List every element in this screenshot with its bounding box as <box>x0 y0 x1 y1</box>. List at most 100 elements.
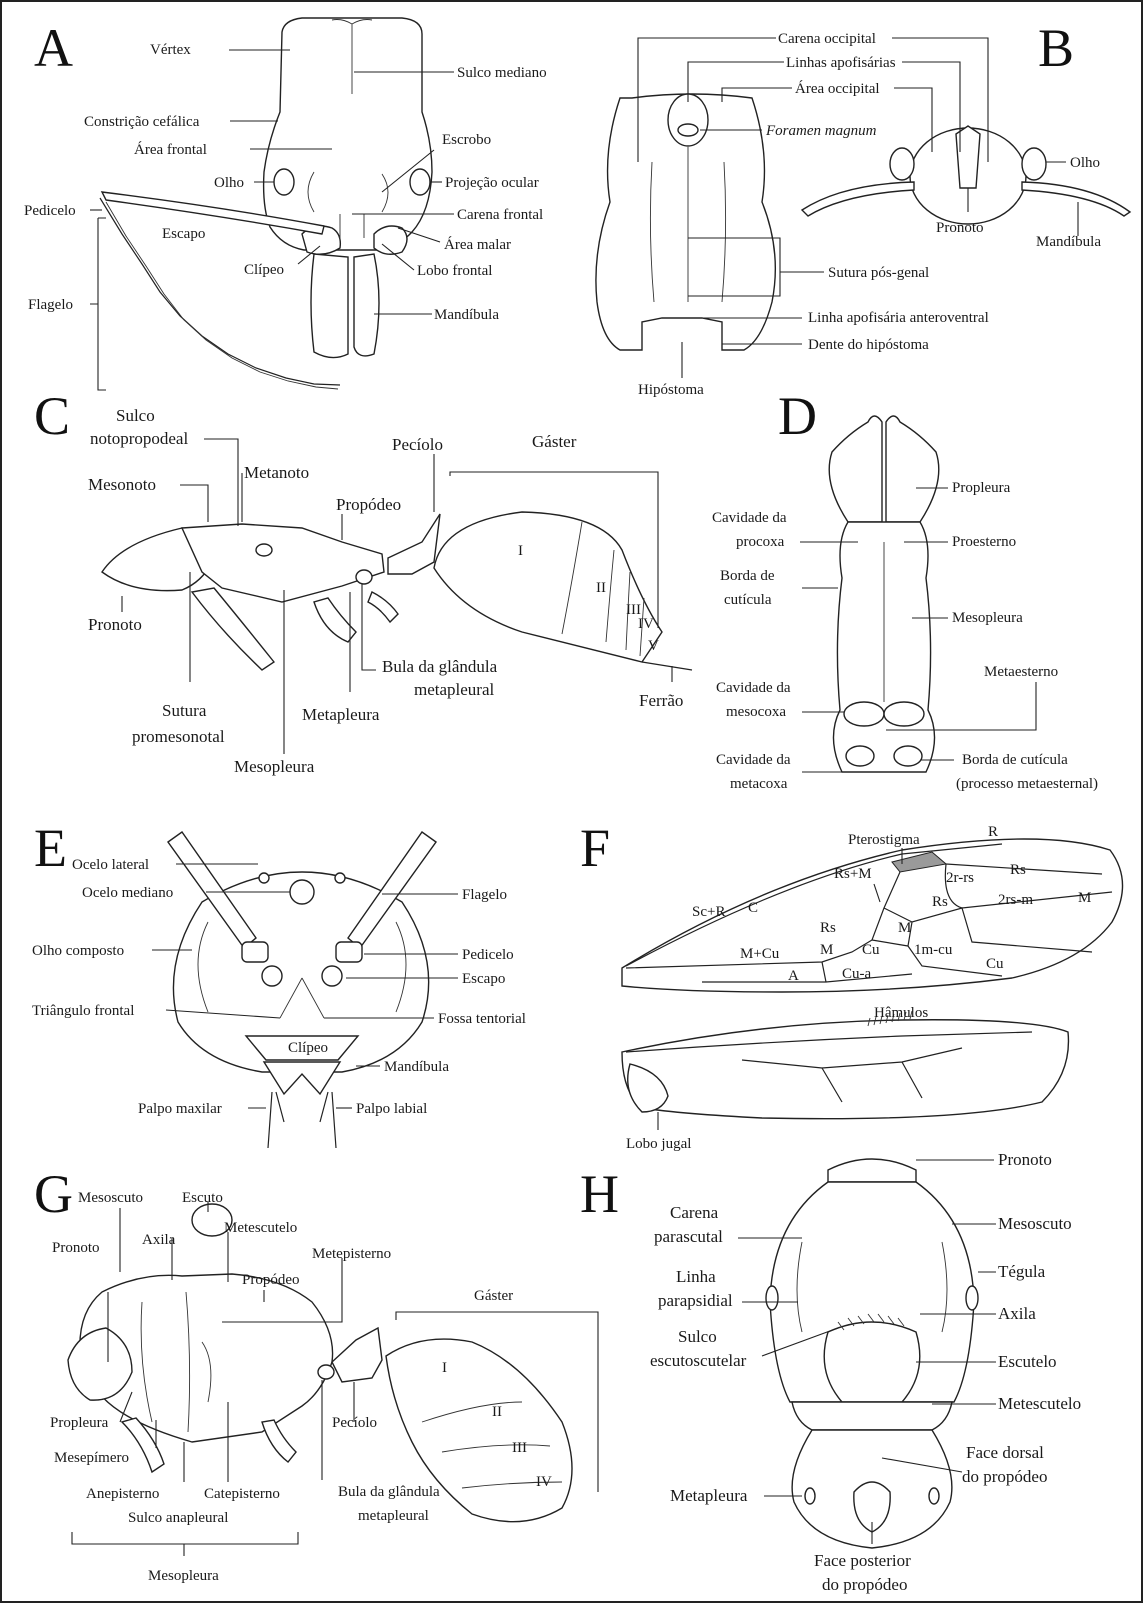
c-seg-I: I <box>518 543 523 559</box>
mandible-b-left <box>802 182 914 216</box>
a-carena-frontal: Carena frontal <box>457 207 543 223</box>
e-fossa-tentorial: Fossa tentorial <box>438 1011 526 1027</box>
eye-b-left <box>890 148 914 180</box>
h-scutellum <box>824 1322 920 1402</box>
g-bula <box>318 1365 334 1379</box>
a-area-frontal: Área frontal <box>134 141 207 158</box>
c-bula <box>356 570 372 584</box>
h-face-dorsal-2: do propódeo <box>962 1467 1047 1486</box>
d-borda-meta-2: (processo metaesternal) <box>956 776 1098 792</box>
d-propleura: Propleura <box>952 480 1011 496</box>
h-escutelo: Escutelo <box>998 1352 1057 1371</box>
f-Rs-mid: Rs <box>932 894 948 910</box>
b-mandibula: Mandíbula <box>1036 234 1101 250</box>
h-pronotum <box>828 1159 916 1182</box>
h-carena-1: Carena <box>670 1203 719 1222</box>
e-pedicelo: Pedicelo <box>462 947 514 963</box>
b-linha-anteroventral: Linha apofisária anteroventral <box>808 310 989 326</box>
a-mandibula: Mandíbula <box>434 307 499 323</box>
d-metaesterno: Metaesterno <box>984 664 1058 680</box>
c-sulco-line1: Sulco <box>116 406 155 425</box>
h-sulco-1: Sulco <box>678 1327 717 1346</box>
f-Cu-cell: Cu <box>862 942 880 958</box>
g-catepisterno: Catepisterno <box>204 1486 280 1502</box>
g-mesoscuto: Mesoscuto <box>78 1190 143 1206</box>
g-seg-III: III <box>512 1440 527 1456</box>
h-linha-1: Linha <box>676 1267 716 1286</box>
h-tegula-right <box>966 1286 978 1310</box>
d-borda-2: cutícula <box>724 592 772 608</box>
c-seg-IV: IV <box>638 616 654 632</box>
f-M-left: M <box>820 942 833 958</box>
a-escrobo: Escrobo <box>442 132 491 148</box>
f-M-small: M <box>898 920 911 936</box>
h-tegula: Tégula <box>998 1262 1046 1281</box>
g-bula-1: Bula da glândula <box>338 1484 440 1500</box>
b-sutura-pos-genal: Sutura pós-genal <box>828 265 929 281</box>
c-bula-line1: Bula da glândula <box>382 657 498 676</box>
b-carena-occipital: Carena occipital <box>778 31 876 47</box>
f-pterostigma: Pterostigma <box>848 832 920 848</box>
f-A: A <box>788 968 799 984</box>
d-propleura-right <box>886 416 939 522</box>
panel-letter-h: H <box>580 1164 619 1224</box>
panel-letter-a: A <box>34 18 73 78</box>
f-2rs-m: 2rs-m <box>998 892 1033 908</box>
e-ocelo-mediano: Ocelo mediano <box>82 885 173 901</box>
c-pronoto: Pronoto <box>88 615 142 634</box>
a-sulco-mediano: Sulco mediano <box>457 65 547 81</box>
b-olho: Olho <box>1070 155 1100 171</box>
f-hamulos: Hâmulos <box>874 1005 928 1021</box>
b-foramen-magnum: Foramen magnum <box>765 123 877 139</box>
h-face-post-1: Face posterior <box>814 1551 911 1570</box>
panel-e: E Ocelo lateral Ocelo mediano Fla <box>32 818 526 1148</box>
panel-b: B Carena occipital Linhas apofisárias Ár… <box>596 18 1130 398</box>
e-scape-left <box>262 966 282 986</box>
frontal-lobe-right <box>374 226 407 254</box>
d-proesterno: Proesterno <box>952 534 1016 550</box>
h-metapleura: Metapleura <box>670 1486 748 1505</box>
c-sulco-line2: notopropodeal <box>90 429 188 448</box>
h-tegula-left <box>766 1286 778 1310</box>
h-metescutelo: Metescutelo <box>998 1394 1081 1413</box>
g-pronoto: Pronoto <box>52 1240 100 1256</box>
d-cav-metacoxa-1: Cavidade da <box>716 752 791 768</box>
a-flagelo: Flagelo <box>28 297 73 313</box>
a-pedicelo: Pedicelo <box>24 203 76 219</box>
e-flagelo: Flagelo <box>462 887 507 903</box>
h-mesoscuto: Mesoscuto <box>998 1214 1072 1233</box>
f-Cu-right: Cu <box>986 956 1004 972</box>
panel-letter-e: E <box>34 818 67 878</box>
e-median-ocellus <box>290 880 314 904</box>
h-linha-2: parapsidial <box>658 1291 733 1310</box>
h-face-dorsal-1: Face dorsal <box>966 1443 1044 1462</box>
f-R: R <box>988 824 998 840</box>
c-foreleg <box>192 588 274 670</box>
g-propleura: Propleura <box>50 1415 109 1431</box>
foramen-magnum <box>678 124 698 136</box>
g-seg-IV: IV <box>536 1474 552 1490</box>
e-palpo-labial: Palpo labial <box>356 1101 427 1117</box>
c-sutura-line2: promesonotal <box>132 727 225 746</box>
h-metanotum <box>792 1402 952 1430</box>
head-outline <box>264 18 432 250</box>
e-scape-right <box>322 966 342 986</box>
g-escuto: Escuto <box>182 1190 223 1206</box>
c-peciolo: Pecíolo <box>392 435 443 454</box>
e-mouthparts <box>264 1062 340 1094</box>
f-M-Cu: M+Cu <box>740 946 780 962</box>
h-face-post-2: do propódeo <box>822 1575 907 1594</box>
c-propodeo: Propódeo <box>336 495 401 514</box>
d-mesopleura: Mesopleura <box>952 610 1023 626</box>
h-pronoto: Pronoto <box>998 1150 1052 1169</box>
b-pronoto: Pronoto <box>936 220 984 236</box>
panel-letter-c: C <box>34 386 70 446</box>
f-hindwing <box>622 1020 1068 1119</box>
c-sutura-line1: Sutura <box>162 701 207 720</box>
c-metapleura: Metapleura <box>302 705 380 724</box>
a-escapo: Escapo <box>162 226 205 242</box>
panel-letter-g: G <box>34 1164 73 1224</box>
f-Rs-top: Rs <box>1010 862 1026 878</box>
e-triangulo-frontal: Triângulo frontal <box>32 1003 134 1019</box>
